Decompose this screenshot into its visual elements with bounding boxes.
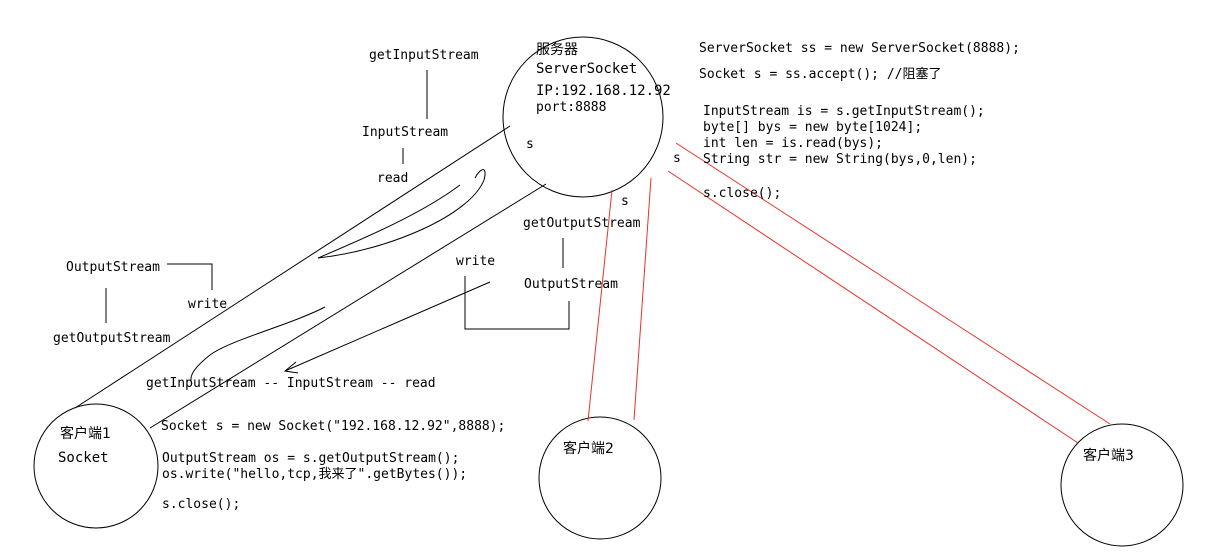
client1-code-line-3: os.write("hello,tcp,我来了".getBytes());: [162, 467, 468, 482]
label-outputstream-mid: OutputStream: [524, 277, 618, 292]
label-getoutputstream-mid: getOutputStream: [523, 216, 641, 231]
connector-outputstream-write: [167, 263, 213, 290]
flow-arrow-head: [283, 361, 299, 374]
server-class-name: ServerSocket: [536, 61, 638, 77]
server-code-line-1: ServerSocket ss = new ServerSocket(8888)…: [699, 41, 1020, 56]
server-code-line-7: s.close();: [703, 186, 782, 201]
client1-title: 客户端1: [60, 426, 111, 442]
connector-write-outputstream: [464, 276, 570, 330]
server-title: 服务器: [536, 42, 578, 58]
server-circle: [502, 36, 664, 198]
red-line-client3-a: [675, 142, 1111, 425]
client1-code-line-1: Socket s = new Socket("192.168.12.92",88…: [161, 419, 506, 434]
server-port: port:8888: [536, 100, 607, 115]
label-inputstream-top: InputStream: [362, 125, 449, 140]
label-outputstream-left: OutputStream: [66, 260, 160, 275]
label-bottom-chain: getInputStream -- InputStream -- read: [146, 376, 436, 391]
server-code-line-6: String str = new String(bys,0,len);: [703, 152, 977, 167]
server-socket-label-left: s: [526, 137, 534, 152]
connection-line-b: [149, 183, 547, 429]
client2-title: 客户端2: [563, 441, 614, 457]
client1-code-line-2: OutputStream os = s.getOutputStream();: [162, 451, 460, 466]
server-socket-label-right: s: [673, 151, 681, 166]
red-line-client2-b: [633, 177, 652, 421]
server-code-line-3: InputStream is = s.getInputStream();: [703, 104, 985, 119]
client1-code-line-4: s.close();: [162, 497, 241, 512]
client1-class-name: Socket: [58, 450, 109, 466]
client3-circle: [1060, 423, 1184, 547]
server-socket-label-bottom: s: [621, 194, 629, 209]
client3-title: 客户端3: [1083, 448, 1134, 464]
label-write-mid: write: [456, 254, 496, 269]
server-code-line-2: Socket s = ss.accept(); //阻塞了: [699, 67, 942, 82]
red-line-client2-a: [587, 189, 613, 422]
server-code-line-5: int len = is.read(bys);: [703, 136, 884, 151]
flow-curve-bottom: [190, 306, 326, 385]
server-ip: IP:192.168.12.92: [536, 83, 671, 99]
label-read-top: read: [377, 171, 409, 186]
label-getinputstream-top: getInputStream: [369, 48, 479, 63]
label-getoutputstream-left: getOutputStream: [53, 331, 171, 346]
server-code-line-4: byte[] bys = new byte[1024];: [703, 120, 923, 135]
connection-line-a: [74, 125, 511, 409]
red-line-client3-b: [667, 170, 1079, 444]
flow-arrow-line: [284, 281, 491, 372]
flow-curve-top: [317, 169, 486, 259]
label-write-left: write: [188, 297, 228, 312]
client1-circle: [33, 403, 159, 529]
client2-circle: [538, 416, 662, 540]
